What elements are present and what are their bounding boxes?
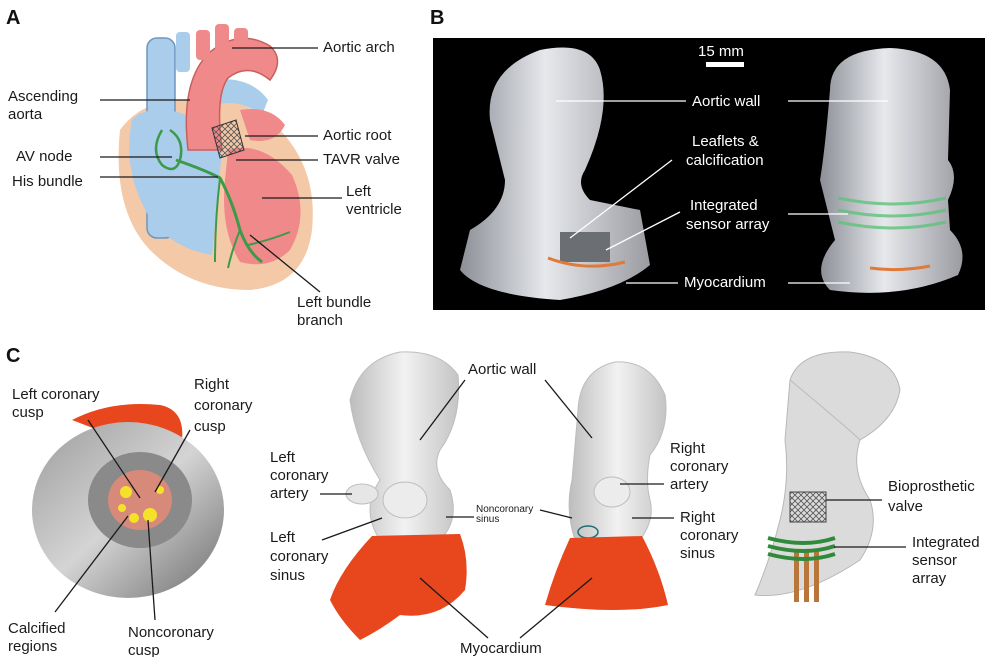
label-aortic-arch: Aortic arch [323,39,395,56]
label-c-right-sinus-1: Right [680,509,716,526]
transparent-model-with-valve [755,352,900,602]
label-left-ventricle-2: ventricle [346,201,402,218]
label-c-right-cusp-3: cusp [194,418,226,435]
label-c-right-cusp-2: coronary [194,397,253,414]
label-left-bundle-2: branch [297,312,343,329]
label-c-calcified-1: Calcified [8,620,66,637]
scale-bar-label: 15 mm [698,43,744,60]
panel-b-letter: B [430,7,444,29]
label-c-left-artery-1: Left [270,449,296,466]
label-c-bioprosthetic-1: Bioprosthetic [888,478,975,495]
label-ascending-1: Ascending [8,88,78,105]
label-c-noncoronary-cusp-1: Noncoronary [128,624,214,641]
label-c-right-sinus-2: coronary [680,527,739,544]
label-b-leaflets-2: calcification [686,152,764,169]
label-left-ventricle-1: Left [346,183,372,200]
label-c-left-sinus-2: coronary [270,548,329,565]
label-c-right-artery-3: artery [670,476,709,493]
label-c-left-artery-3: artery [270,485,309,502]
label-c-bioprosthetic-2: valve [888,498,923,515]
label-c-left-sinus-3: sinus [270,567,305,584]
label-av-node: AV node [16,148,72,165]
label-c-right-artery-2: coronary [670,458,729,475]
label-c-left-artery-2: coronary [270,467,329,484]
label-left-bundle-1: Left bundle [297,294,371,311]
label-c-noncoronary-cusp-2: cusp [128,642,160,657]
label-c-sensor-1: Integrated [912,534,980,551]
label-c-left-sinus-1: Left [270,529,296,546]
label-c-aortic-wall: Aortic wall [468,361,536,378]
label-b-aortic-wall: Aortic wall [692,93,760,110]
label-c-myocardium: Myocardium [460,640,542,657]
label-aortic-root: Aortic root [323,127,392,144]
panel-a-letter: A [6,7,20,29]
label-c-right-artery-1: Right [670,440,706,457]
label-c-right-sinus-3: sinus [680,545,715,562]
label-ascending-2: aorta [8,106,43,123]
aortic-model-right [545,362,668,610]
label-c-calcified-2: regions [8,638,57,655]
aortic-model-left [330,352,467,640]
label-b-leaflets-1: Leaflets & [692,133,759,150]
label-b-myocardium: Myocardium [684,274,766,291]
label-his-bundle: His bundle [12,173,83,190]
label-b-sensor-1: Integrated [690,197,758,214]
label-c-left-cusp-1: Left coronary [12,386,100,403]
label-c-left-cusp-2: cusp [12,404,44,421]
label-tavr-valve: TAVR valve [323,151,400,168]
label-c-sensor-2: sensor [912,552,957,569]
label-c-right-cusp-1: Right [194,376,230,393]
panel-c-letter: C [6,345,20,367]
label-c-sensor-3: array [912,570,947,587]
label-c-noncoronary-sinus-2: sinus [476,514,499,525]
label-b-sensor-2: sensor array [686,216,770,233]
printed-model-photo [433,38,985,310]
